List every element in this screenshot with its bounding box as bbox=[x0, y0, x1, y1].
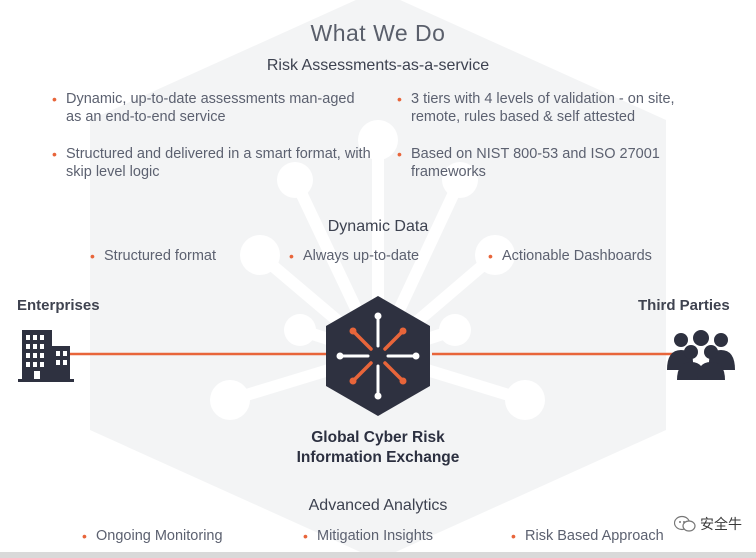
bullet-item: Dynamic, up-to-date assessments man-aged… bbox=[52, 90, 366, 126]
bullet-item: Actionable Dashboards bbox=[488, 247, 652, 265]
enterprises-label: Enterprises bbox=[17, 297, 100, 314]
bullet-item: Ongoing Monitoring bbox=[82, 527, 223, 545]
third-parties-label: Third Parties bbox=[638, 297, 730, 314]
bullet-item: Always up-to-date bbox=[289, 247, 419, 265]
building-icon bbox=[18, 330, 74, 382]
exchange-title-line2: Information Exchange bbox=[296, 449, 460, 466]
section-heading-dynamic-data: Dynamic Data bbox=[327, 218, 429, 235]
section-heading-risk-assessments: Risk Assessments-as-a-service bbox=[266, 57, 490, 74]
bullet-item: Structured and delivered in a smart form… bbox=[52, 145, 376, 181]
exchange-hex-icon bbox=[326, 296, 430, 416]
watermark-text: 安全牛 bbox=[700, 516, 742, 532]
bullet-item: Based on NIST 800-53 and ISO 27001 frame… bbox=[397, 145, 691, 181]
people-group-icon bbox=[667, 330, 735, 380]
wechat-icon bbox=[674, 515, 696, 532]
bottom-bar bbox=[0, 552, 756, 558]
exchange-title-line1: Global Cyber Risk bbox=[311, 429, 445, 446]
bullet-item: Mitigation Insights bbox=[303, 527, 433, 545]
bullet-item: Structured format bbox=[90, 247, 216, 265]
page-title: What We Do bbox=[310, 20, 446, 46]
bullet-item: Risk Based Approach bbox=[511, 527, 664, 545]
section-heading-advanced-analytics: Advanced Analytics bbox=[308, 497, 448, 514]
watermark: 安全牛 bbox=[674, 514, 742, 534]
bullet-item: 3 tiers with 4 levels of validation - on… bbox=[397, 90, 701, 126]
